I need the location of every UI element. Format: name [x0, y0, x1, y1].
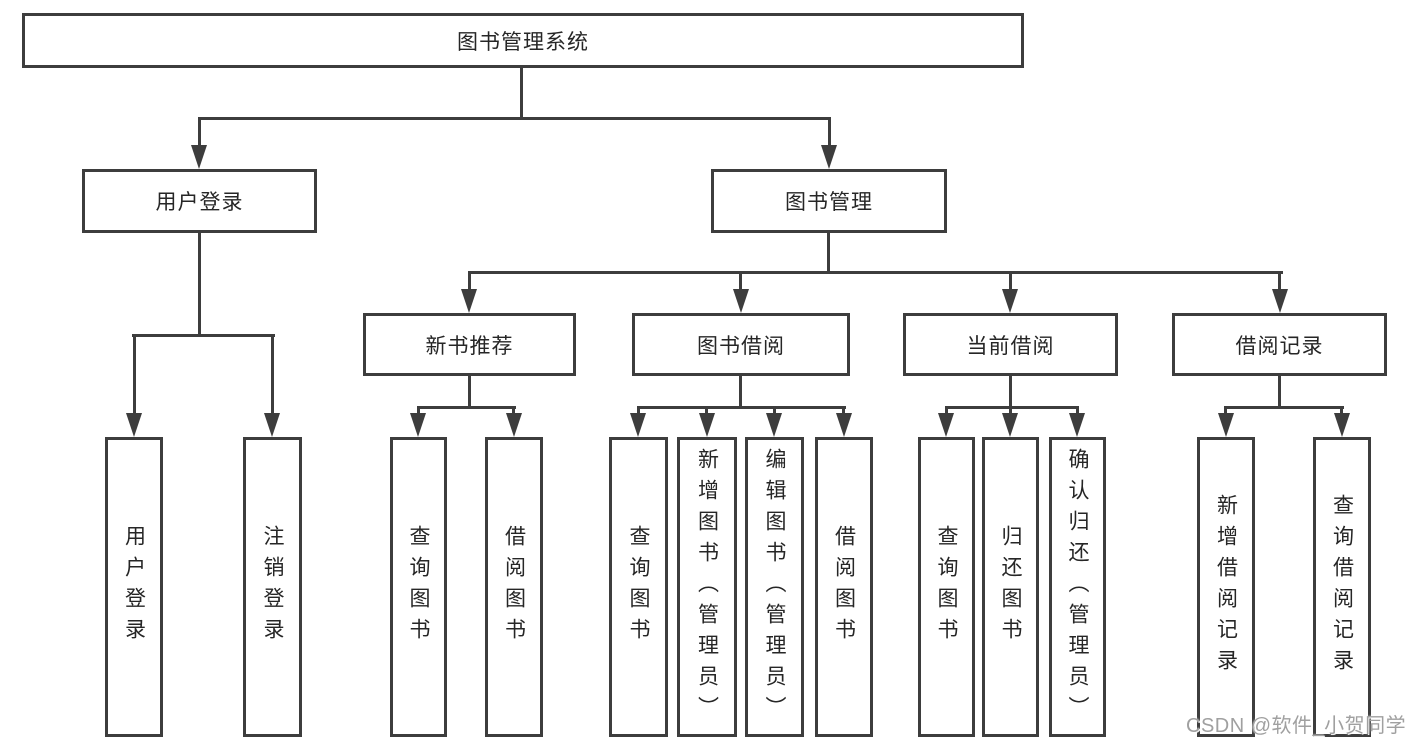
connector-line — [417, 406, 420, 416]
leaf-current-confirm: 确认归还（管理员） — [1049, 437, 1106, 737]
leaf-current-return: 归还图书 — [982, 437, 1039, 737]
leaf-user-login: 用户登录 — [105, 437, 163, 737]
connector-line — [1278, 271, 1281, 293]
connector-line — [828, 117, 831, 147]
leaf-borrow-add: 新增图书（管理员） — [677, 437, 737, 737]
node-root-label: 图书管理系统 — [457, 30, 589, 54]
connector-line — [468, 271, 1283, 274]
leaf-borrow-edit: 编辑图书（管理员） — [745, 437, 804, 737]
node-new-book-recommend: 新书推荐 — [363, 313, 576, 376]
csdn-watermark: CSDN @软件_小贺同学 — [1186, 715, 1405, 737]
arrow-down-icon — [1069, 413, 1085, 437]
arrow-down-icon — [1002, 289, 1018, 313]
leaf-records-query-label: 查询借阅记录 — [1330, 494, 1354, 680]
node-book-borrow: 图书借阅 — [632, 313, 850, 376]
arrow-down-icon — [1272, 289, 1288, 313]
leaf-newbook-borrow-label: 借阅图书 — [502, 525, 526, 649]
connector-line — [739, 271, 742, 293]
arrow-down-icon — [1334, 413, 1350, 437]
arrow-down-icon — [264, 413, 280, 437]
connector-line — [637, 406, 846, 409]
node-user-login-label: 用户登录 — [155, 191, 244, 214]
leaf-newbook-borrow: 借阅图书 — [485, 437, 543, 737]
leaf-logout-label: 注销登录 — [261, 525, 284, 649]
connector-line — [133, 334, 136, 416]
leaf-borrow-edit-label: 编辑图书（管理员） — [763, 447, 786, 727]
arrow-down-icon — [630, 413, 646, 437]
connector-line — [1009, 376, 1012, 408]
node-current-borrow-label: 当前借阅 — [966, 334, 1055, 358]
connector-line — [1224, 406, 1344, 409]
node-root: 图书管理系统 — [22, 13, 1024, 68]
arrow-down-icon — [836, 413, 852, 437]
connector-line — [705, 406, 708, 416]
arrow-down-icon — [191, 145, 207, 169]
leaf-borrow-add-label: 新增图书（管理员） — [695, 447, 719, 727]
arrow-down-icon — [733, 289, 749, 313]
node-borrow-records: 借阅记录 — [1172, 313, 1387, 376]
node-borrow-records-label: 借阅记录 — [1235, 334, 1324, 358]
leaf-borrow-query-label: 查询图书 — [627, 525, 650, 649]
node-new-book-recommend-label: 新书推荐 — [425, 334, 514, 358]
leaf-current-confirm-label: 确认归还（管理员） — [1066, 447, 1089, 727]
connector-line — [520, 68, 523, 118]
arrow-down-icon — [699, 413, 715, 437]
connector-line — [739, 376, 742, 408]
node-book-management-label: 图书管理 — [785, 191, 873, 214]
leaf-current-query: 查询图书 — [918, 437, 975, 737]
connector-line — [271, 334, 274, 416]
leaf-records-query: 查询借阅记录 — [1313, 437, 1371, 737]
leaf-user-login-label: 用户登录 — [122, 525, 146, 649]
connector-line — [827, 233, 830, 273]
leaf-borrow-borrow-label: 借阅图书 — [832, 525, 856, 649]
leaf-records-add: 新增借阅记录 — [1197, 437, 1255, 737]
connector-line — [1076, 406, 1079, 416]
arrow-down-icon — [1218, 413, 1234, 437]
connector-line — [132, 334, 275, 337]
connector-line — [945, 406, 948, 416]
connector-line — [512, 406, 515, 416]
node-book-borrow-label: 图书借阅 — [697, 334, 785, 358]
connector-line — [945, 406, 1079, 409]
connector-line — [1340, 406, 1343, 416]
connector-line — [468, 271, 471, 293]
node-current-borrow: 当前借阅 — [903, 313, 1118, 376]
connector-line — [1224, 406, 1227, 416]
leaf-newbook-query: 查询图书 — [390, 437, 447, 737]
leaf-newbook-query-label: 查询图书 — [407, 525, 430, 649]
leaf-records-add-label: 新增借阅记录 — [1214, 494, 1238, 680]
connector-line — [417, 406, 516, 409]
leaf-logout: 注销登录 — [243, 437, 302, 737]
connector-line — [773, 406, 776, 416]
connector-line — [1009, 271, 1012, 293]
leaf-current-return-label: 归还图书 — [999, 525, 1022, 649]
arrow-down-icon — [410, 413, 426, 437]
arrow-down-icon — [506, 413, 522, 437]
leaf-current-query-label: 查询图书 — [935, 525, 958, 649]
arrow-down-icon — [766, 413, 782, 437]
leaf-borrow-borrow: 借阅图书 — [815, 437, 873, 737]
connector-line — [198, 117, 831, 120]
arrow-down-icon — [1002, 413, 1018, 437]
connector-line — [1009, 406, 1012, 416]
connector-line — [1278, 376, 1281, 408]
connector-line — [842, 406, 845, 416]
node-book-management: 图书管理 — [711, 169, 947, 233]
connector-line — [198, 117, 201, 147]
arrow-down-icon — [126, 413, 142, 437]
arrow-down-icon — [821, 145, 837, 169]
node-user-login: 用户登录 — [82, 169, 317, 233]
connector-line — [637, 406, 640, 416]
arrow-down-icon — [461, 289, 477, 313]
connector-line — [468, 376, 471, 408]
arrow-down-icon — [938, 413, 954, 437]
leaf-borrow-query: 查询图书 — [609, 437, 668, 737]
connector-line — [198, 233, 201, 336]
